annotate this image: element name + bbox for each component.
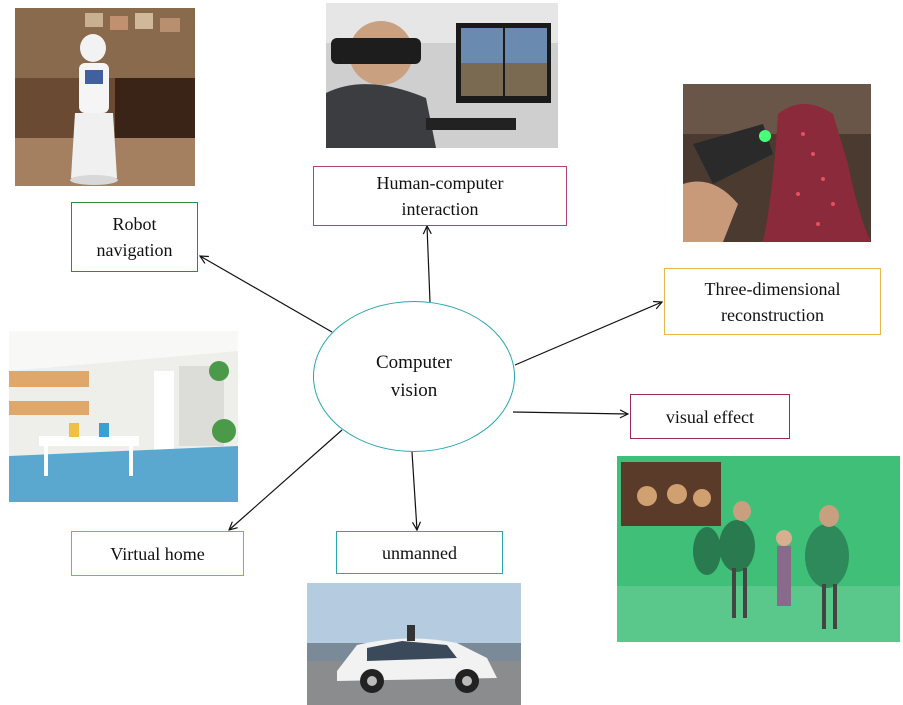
robot-navigation-box: Robot navigation [71, 202, 198, 272]
human-computer-interaction-box: Human-computer interaction [313, 166, 567, 226]
virtual-home-label: Virtual home [110, 543, 205, 564]
visual-effect-label: visual effect [665, 406, 755, 427]
three-dimensional-reconstruction-label: Three-dimensional reconstruction [704, 278, 841, 325]
arrow-to-visual-effect [512, 412, 628, 414]
three-dimensional-reconstruction-box: Three-dimensional reconstruction [664, 268, 881, 335]
visual-effect-box: visual effect [630, 394, 790, 439]
computer-vision-node: Computer vision [313, 301, 515, 452]
arrow-to-virtual-home [229, 429, 343, 530]
robot-photo [15, 8, 195, 186]
human-computer-interaction-label: Human-computer interaction [376, 173, 504, 219]
arrow-to-unmanned [411, 451, 417, 530]
self-driving-car-photo [307, 583, 521, 705]
arrow-to-robot-navigation [200, 256, 333, 333]
virtual-home-photo [9, 331, 238, 502]
virtual-home-box: Virtual home [71, 531, 244, 576]
arrow-to-three-dimensional-reconstruction [514, 302, 662, 366]
green-screen-photo [617, 456, 900, 642]
unmanned-label: unmanned [382, 542, 457, 563]
unmanned-box: unmanned [336, 531, 503, 574]
computer-vision-label: Computer vision [376, 351, 452, 401]
vr-headset-photo [326, 3, 558, 148]
3d-scanner-photo [683, 84, 871, 242]
arrow-to-human-computer-interaction [427, 226, 430, 303]
robot-navigation-label: Robot navigation [96, 214, 173, 260]
